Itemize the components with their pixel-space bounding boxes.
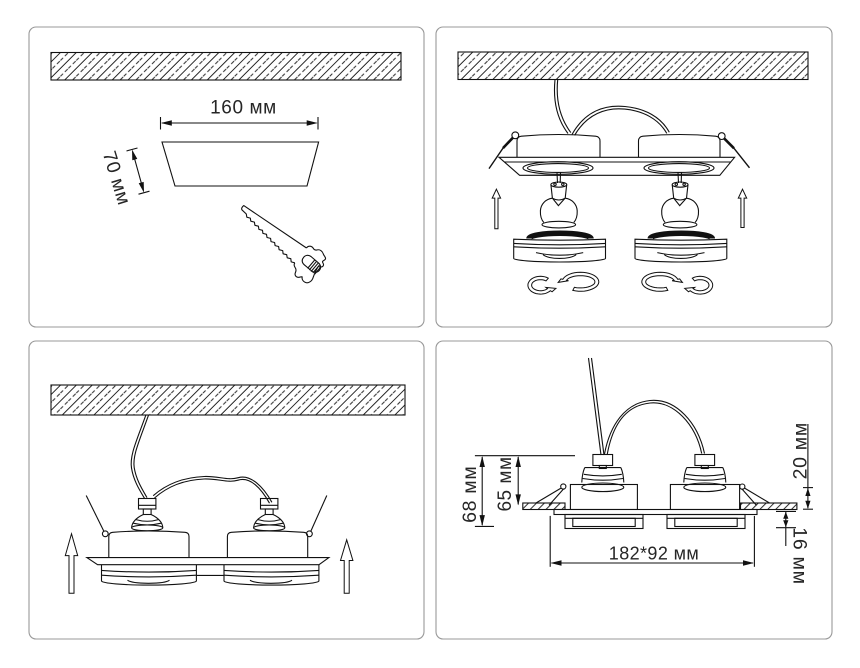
svg-text:65 мм: 65 мм (495, 456, 516, 511)
svg-text:182*92 мм: 182*92 мм (609, 544, 699, 564)
svg-text:160 мм: 160 мм (210, 98, 277, 119)
svg-text:20 мм: 20 мм (789, 422, 811, 479)
svg-text:16 мм: 16 мм (789, 527, 811, 584)
svg-text:68 мм: 68 мм (459, 465, 481, 522)
